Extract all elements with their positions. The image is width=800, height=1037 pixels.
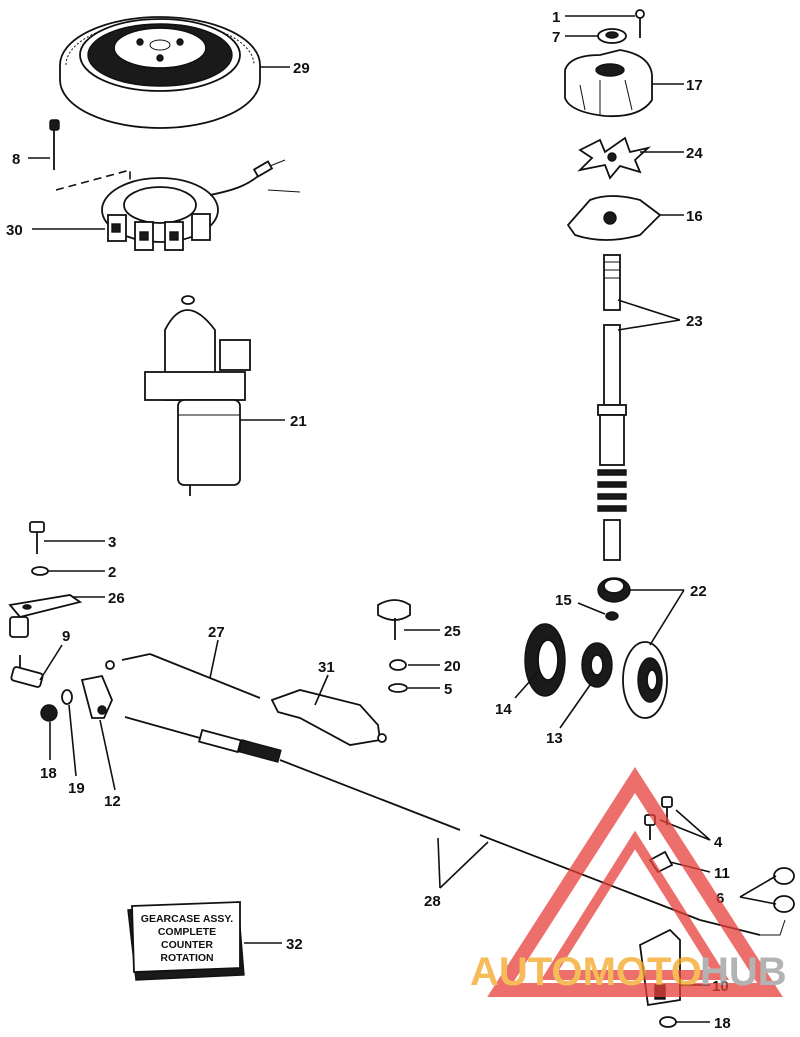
callout-18-right: 18 xyxy=(714,1015,731,1032)
callout-18-left: 18 xyxy=(40,765,57,782)
callout-labels: 1 7 17 24 16 23 29 8 30 21 3 2 26 9 27 2… xyxy=(6,9,731,1032)
clutch-dog-13 xyxy=(581,642,613,688)
watermark-text-auto: AUTOMOTO xyxy=(470,950,702,994)
pinion-gear-22 xyxy=(597,577,631,603)
callout-29: 29 xyxy=(293,60,310,77)
link-9 xyxy=(10,655,44,688)
callout-26: 26 xyxy=(108,590,125,607)
bracket-31 xyxy=(270,689,387,746)
callout-9: 9 xyxy=(62,628,70,645)
nut-20 xyxy=(389,659,407,671)
bolt-3 xyxy=(29,521,45,554)
washer-5 xyxy=(388,683,408,693)
starter-motor-part xyxy=(144,295,251,496)
lever-12 xyxy=(80,674,113,719)
callout-28: 28 xyxy=(424,893,441,910)
reverse-gear-22 xyxy=(622,641,668,719)
callout-6: 6 xyxy=(716,890,724,907)
watermark: AUTOMOTO HUB xyxy=(470,767,787,997)
watermark-triangle-outer xyxy=(487,767,783,997)
fittings-6 xyxy=(773,867,795,913)
flywheel-part xyxy=(59,16,261,129)
gearcase-line-2: COMPLETE xyxy=(158,926,216,938)
callout-8: 8 xyxy=(12,151,20,168)
callout-20: 20 xyxy=(444,658,461,675)
screw-8-part xyxy=(49,119,60,170)
callout-13: 13 xyxy=(546,730,563,747)
pump-screw-1 xyxy=(635,9,645,38)
washer-2 xyxy=(31,566,49,576)
gearcase-line-3: COUNTER xyxy=(161,939,213,951)
callout-12: 12 xyxy=(104,793,121,810)
leader-lines xyxy=(28,15,777,1023)
washer-19 xyxy=(61,689,73,705)
callout-5: 5 xyxy=(444,681,452,698)
callout-3: 3 xyxy=(108,534,116,551)
stator-part xyxy=(101,159,301,251)
callout-16: 16 xyxy=(686,208,703,225)
nut-18 xyxy=(40,704,58,722)
callout-30: 30 xyxy=(6,222,23,239)
callout-7: 7 xyxy=(552,29,560,46)
nut-18-right xyxy=(659,1016,677,1028)
callout-27: 27 xyxy=(208,624,225,641)
callout-31: 31 xyxy=(318,659,335,676)
gearcase-line-1: GEARCASE ASSY. xyxy=(141,913,233,925)
gearcase-box: GEARCASE ASSY. COMPLETE COUNTER ROTATION xyxy=(127,901,245,981)
grommet-7 xyxy=(597,28,627,44)
callout-1: 1 xyxy=(552,9,560,26)
cable-28 xyxy=(124,716,786,936)
washer-15 xyxy=(605,611,619,621)
callout-4: 4 xyxy=(714,834,723,851)
callout-11: 11 xyxy=(714,865,730,882)
callout-19: 19 xyxy=(68,780,85,797)
driveshaft-23 xyxy=(597,254,627,561)
callout-23: 23 xyxy=(686,313,703,330)
callout-25: 25 xyxy=(444,623,461,640)
callout-15: 15 xyxy=(555,592,572,609)
callout-21: 21 xyxy=(290,413,307,430)
callout-24: 24 xyxy=(686,145,703,162)
forward-gear-14 xyxy=(524,623,566,697)
callout-2: 2 xyxy=(108,564,116,581)
watermark-triangle-inner xyxy=(540,830,730,980)
lever-26 xyxy=(8,594,83,638)
callout-17: 17 xyxy=(686,77,703,94)
knob-25 xyxy=(377,599,411,640)
callout-32: 32 xyxy=(286,936,303,953)
pump-housing-17 xyxy=(564,49,653,118)
callout-14: 14 xyxy=(495,701,512,718)
impeller-24 xyxy=(577,136,652,180)
plate-16 xyxy=(566,195,662,241)
shift-rod-27 xyxy=(105,653,261,699)
gearcase-line-4: ROTATION xyxy=(160,952,213,964)
callout-22: 22 xyxy=(690,583,707,600)
watermark-text-hub: HUB xyxy=(700,950,787,994)
